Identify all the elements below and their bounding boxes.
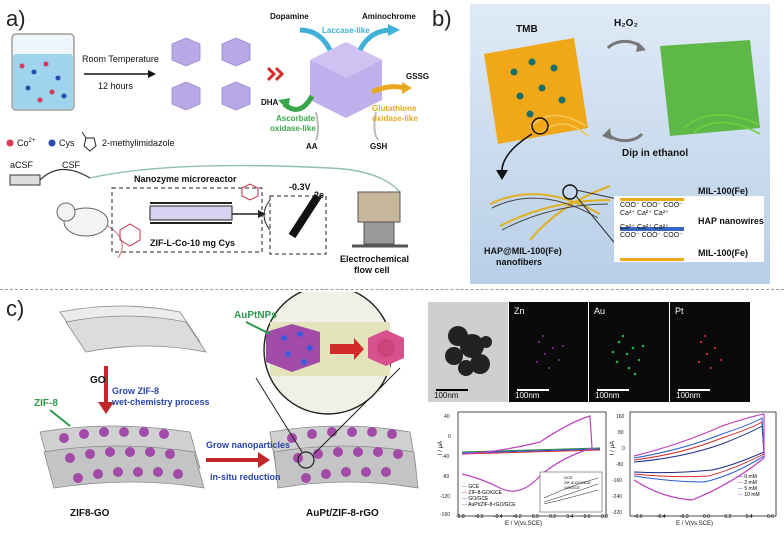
svg-text:-80: -80 [442, 474, 449, 480]
panel-b-diagram [484, 38, 764, 262]
dashed-separator [0, 289, 784, 290]
cv1-inset-legend: GCE ZIF-8-GO/GCE GO/GCE [564, 475, 591, 490]
beaker-icon [11, 33, 75, 111]
svg-text:-160: -160 [612, 478, 622, 484]
svg-text:-40: -40 [442, 454, 449, 460]
svg-text:-320: -320 [612, 510, 622, 516]
svg-text:-120: -120 [440, 494, 450, 500]
panel-a-letter: a) [6, 6, 26, 31]
eds-zn [509, 302, 588, 402]
svg-text:0: 0 [448, 434, 451, 440]
zif-crystal-icons [171, 37, 251, 111]
green-sheet [660, 40, 760, 136]
eds-dots [517, 334, 723, 391]
cv-plot-2: 160 80 0 -80 -160 -240 -320 [612, 411, 777, 517]
yellow-sheet [484, 38, 588, 144]
flow-cell-icon [352, 191, 408, 248]
panel-b-letter: b) [432, 6, 452, 31]
svg-text:-80: -80 [616, 462, 623, 468]
cv-plot-1: 40 0 -40 -80 -120 -160 [440, 411, 607, 518]
svg-text:-240: -240 [612, 494, 622, 500]
svg-text:-160: -160 [440, 512, 450, 518]
svg-text:0: 0 [622, 446, 625, 452]
go-sheet-icon [59, 305, 207, 353]
mouse-icon [56, 202, 123, 259]
syringe-icon [9, 174, 41, 186]
tem-particles [436, 326, 492, 391]
imidazole-icon [81, 131, 97, 152]
svg-text:40: 40 [444, 414, 450, 420]
legend-co: Co2+ [17, 138, 36, 148]
hap-nanofibers [489, 185, 611, 241]
svg-text:160: 160 [616, 414, 625, 420]
svg-text:80: 80 [618, 430, 624, 436]
cv1-legend: — GCE — ZIF-8-GO/GCE — GO/GCE — AuPt/ZIF… [462, 484, 516, 508]
eds-pt [670, 302, 750, 402]
eds-au [589, 302, 669, 402]
cv2-legend: — 0 mM — 2 mM — 5 mM — 10 mM [738, 474, 760, 498]
coordination-labels: COO⁻ COO⁻ COO⁻ Ca²⁺ Ca²⁺ Ca²⁺ Ca²⁺ Ca²⁺ … [620, 202, 683, 239]
panel-c-letter: c) [6, 296, 25, 321]
panel-a-diagram [6, 24, 412, 259]
panel-c-diagram [39, 292, 419, 489]
